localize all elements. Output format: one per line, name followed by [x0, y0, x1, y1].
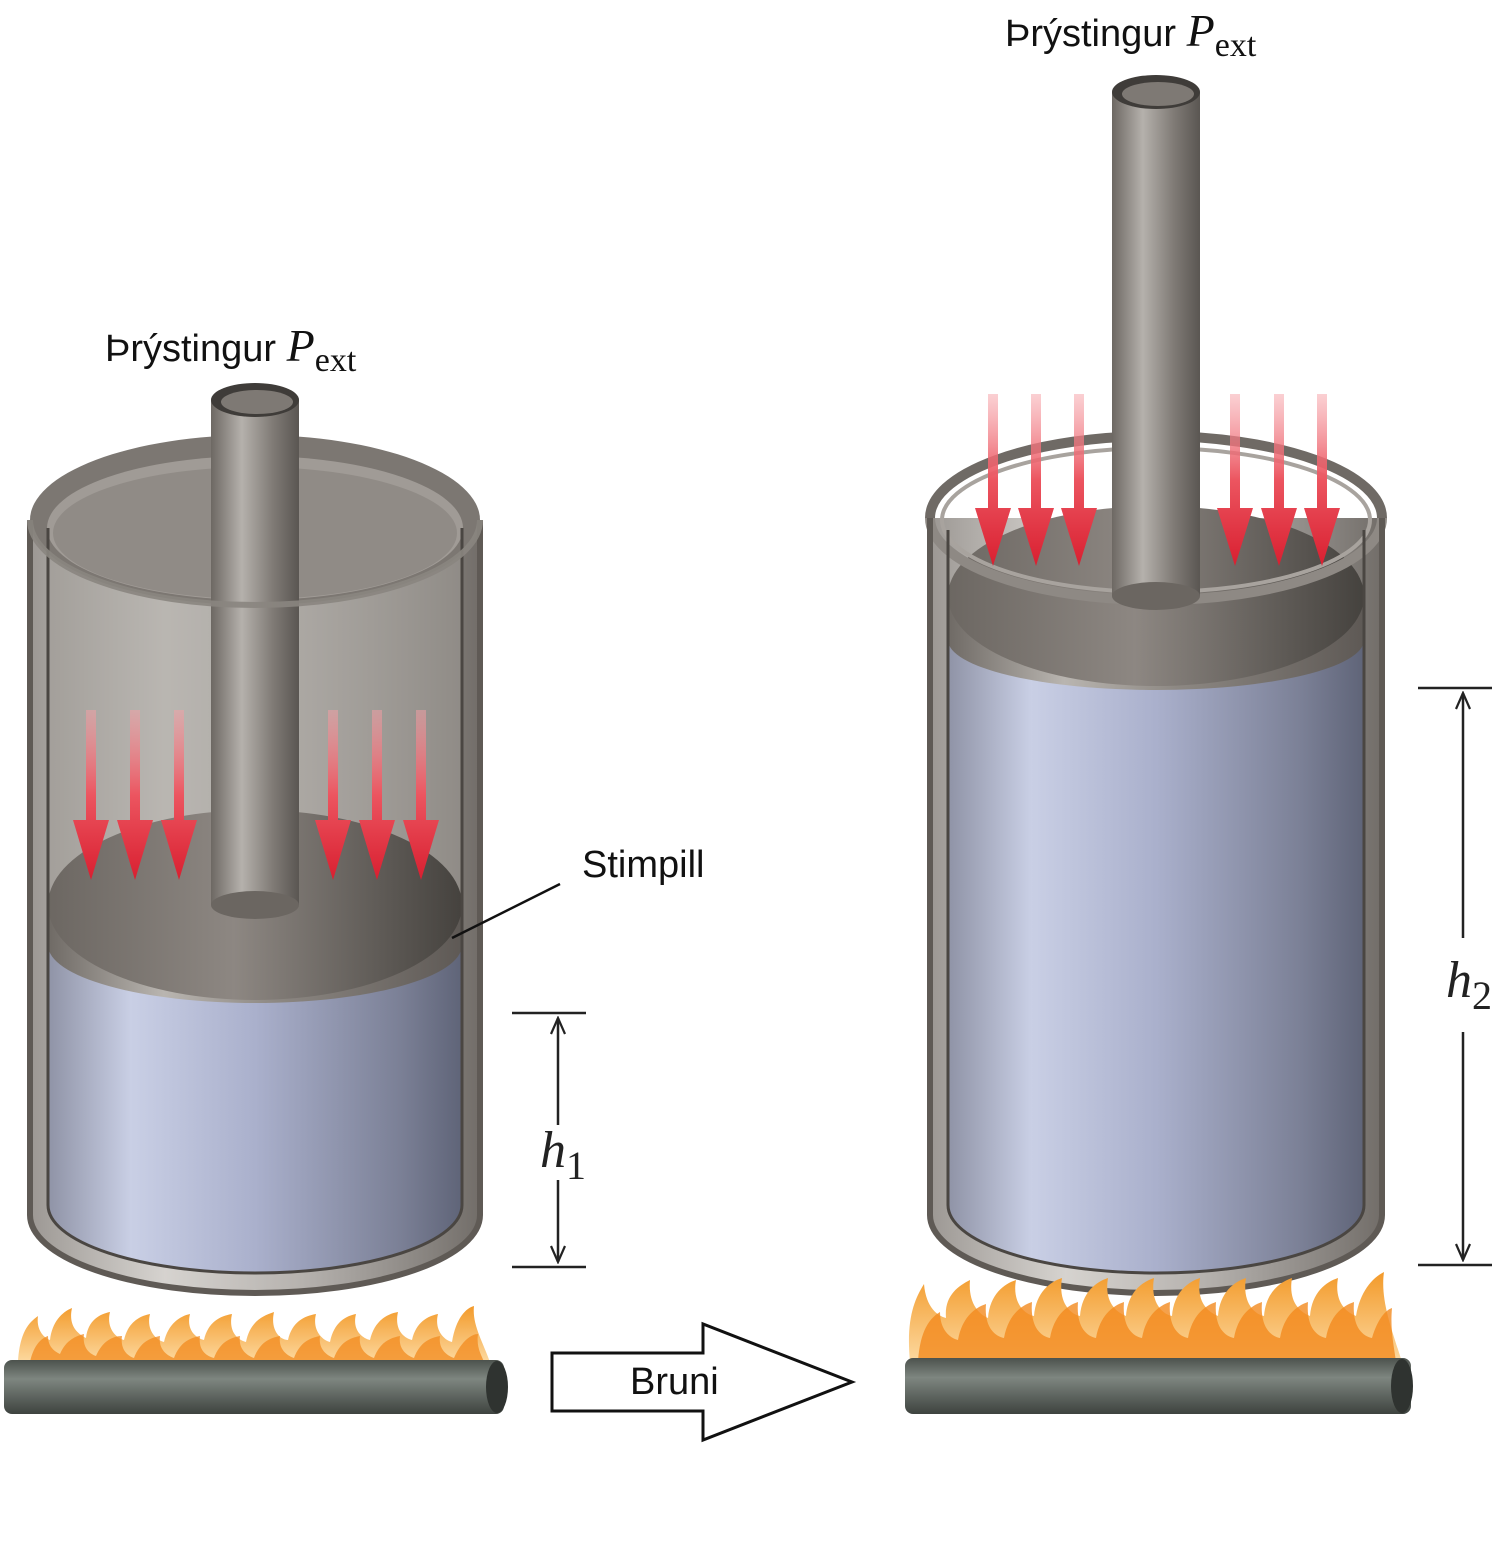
right-gas [948, 640, 1364, 1273]
pressure-arrow [359, 710, 395, 880]
pressure-subscript: ext [314, 342, 357, 379]
height-subscript: 2 [1472, 973, 1492, 1018]
pressure-arrow [1061, 394, 1097, 566]
pressure-arrow [315, 710, 351, 880]
pressure-arrow [117, 710, 153, 880]
left-pressure-label: Þrýstingur Pext [105, 320, 356, 378]
pressure-word: Þrýstingur [105, 328, 277, 370]
process-arrow [550, 1321, 857, 1443]
height-subscript: 1 [566, 1143, 586, 1188]
right-burner [905, 1272, 1413, 1414]
piston-label: Stimpill [582, 844, 705, 886]
pressure-symbol: P [286, 320, 315, 371]
right-piston [948, 506, 1364, 690]
pressure-arrow [403, 710, 439, 880]
piston-leader-line [451, 882, 561, 940]
pressure-symbol: P [1186, 5, 1215, 56]
right-flames [908, 1272, 1402, 1362]
pressure-arrow [73, 710, 109, 880]
pressure-arrow [1261, 394, 1297, 566]
left-burner [4, 1306, 508, 1414]
left-flames [18, 1306, 490, 1362]
left-burner-tube [4, 1360, 504, 1414]
right-pressure-label: Þrýstingur Pext [1005, 5, 1256, 63]
left-piston-rod [211, 383, 299, 919]
transition-label: Bruni [630, 1361, 719, 1403]
h2-dimension [1418, 686, 1492, 1267]
right-burner-tube [905, 1358, 1411, 1414]
left-cylinder [27, 383, 483, 1296]
height-symbol: h [540, 1122, 566, 1179]
h1-label: h1 [540, 1122, 586, 1186]
pressure-arrow [1304, 394, 1340, 566]
h1-dimension [512, 1011, 586, 1269]
pressure-arrow [1018, 394, 1054, 566]
right-cylinder [925, 75, 1387, 1296]
right-pressure-arrows [975, 394, 1340, 566]
right-piston-rod [1112, 75, 1200, 610]
left-pressure-arrows [73, 710, 439, 880]
pressure-arrow [1217, 394, 1253, 566]
pressure-subscript: ext [1214, 27, 1257, 64]
pressure-word: Þrýstingur [1005, 13, 1177, 55]
pressure-arrow [975, 394, 1011, 566]
left-gas [48, 945, 462, 1273]
height-symbol: h [1446, 952, 1472, 1009]
h2-label: h2 [1446, 952, 1492, 1016]
pressure-arrow [161, 710, 197, 880]
